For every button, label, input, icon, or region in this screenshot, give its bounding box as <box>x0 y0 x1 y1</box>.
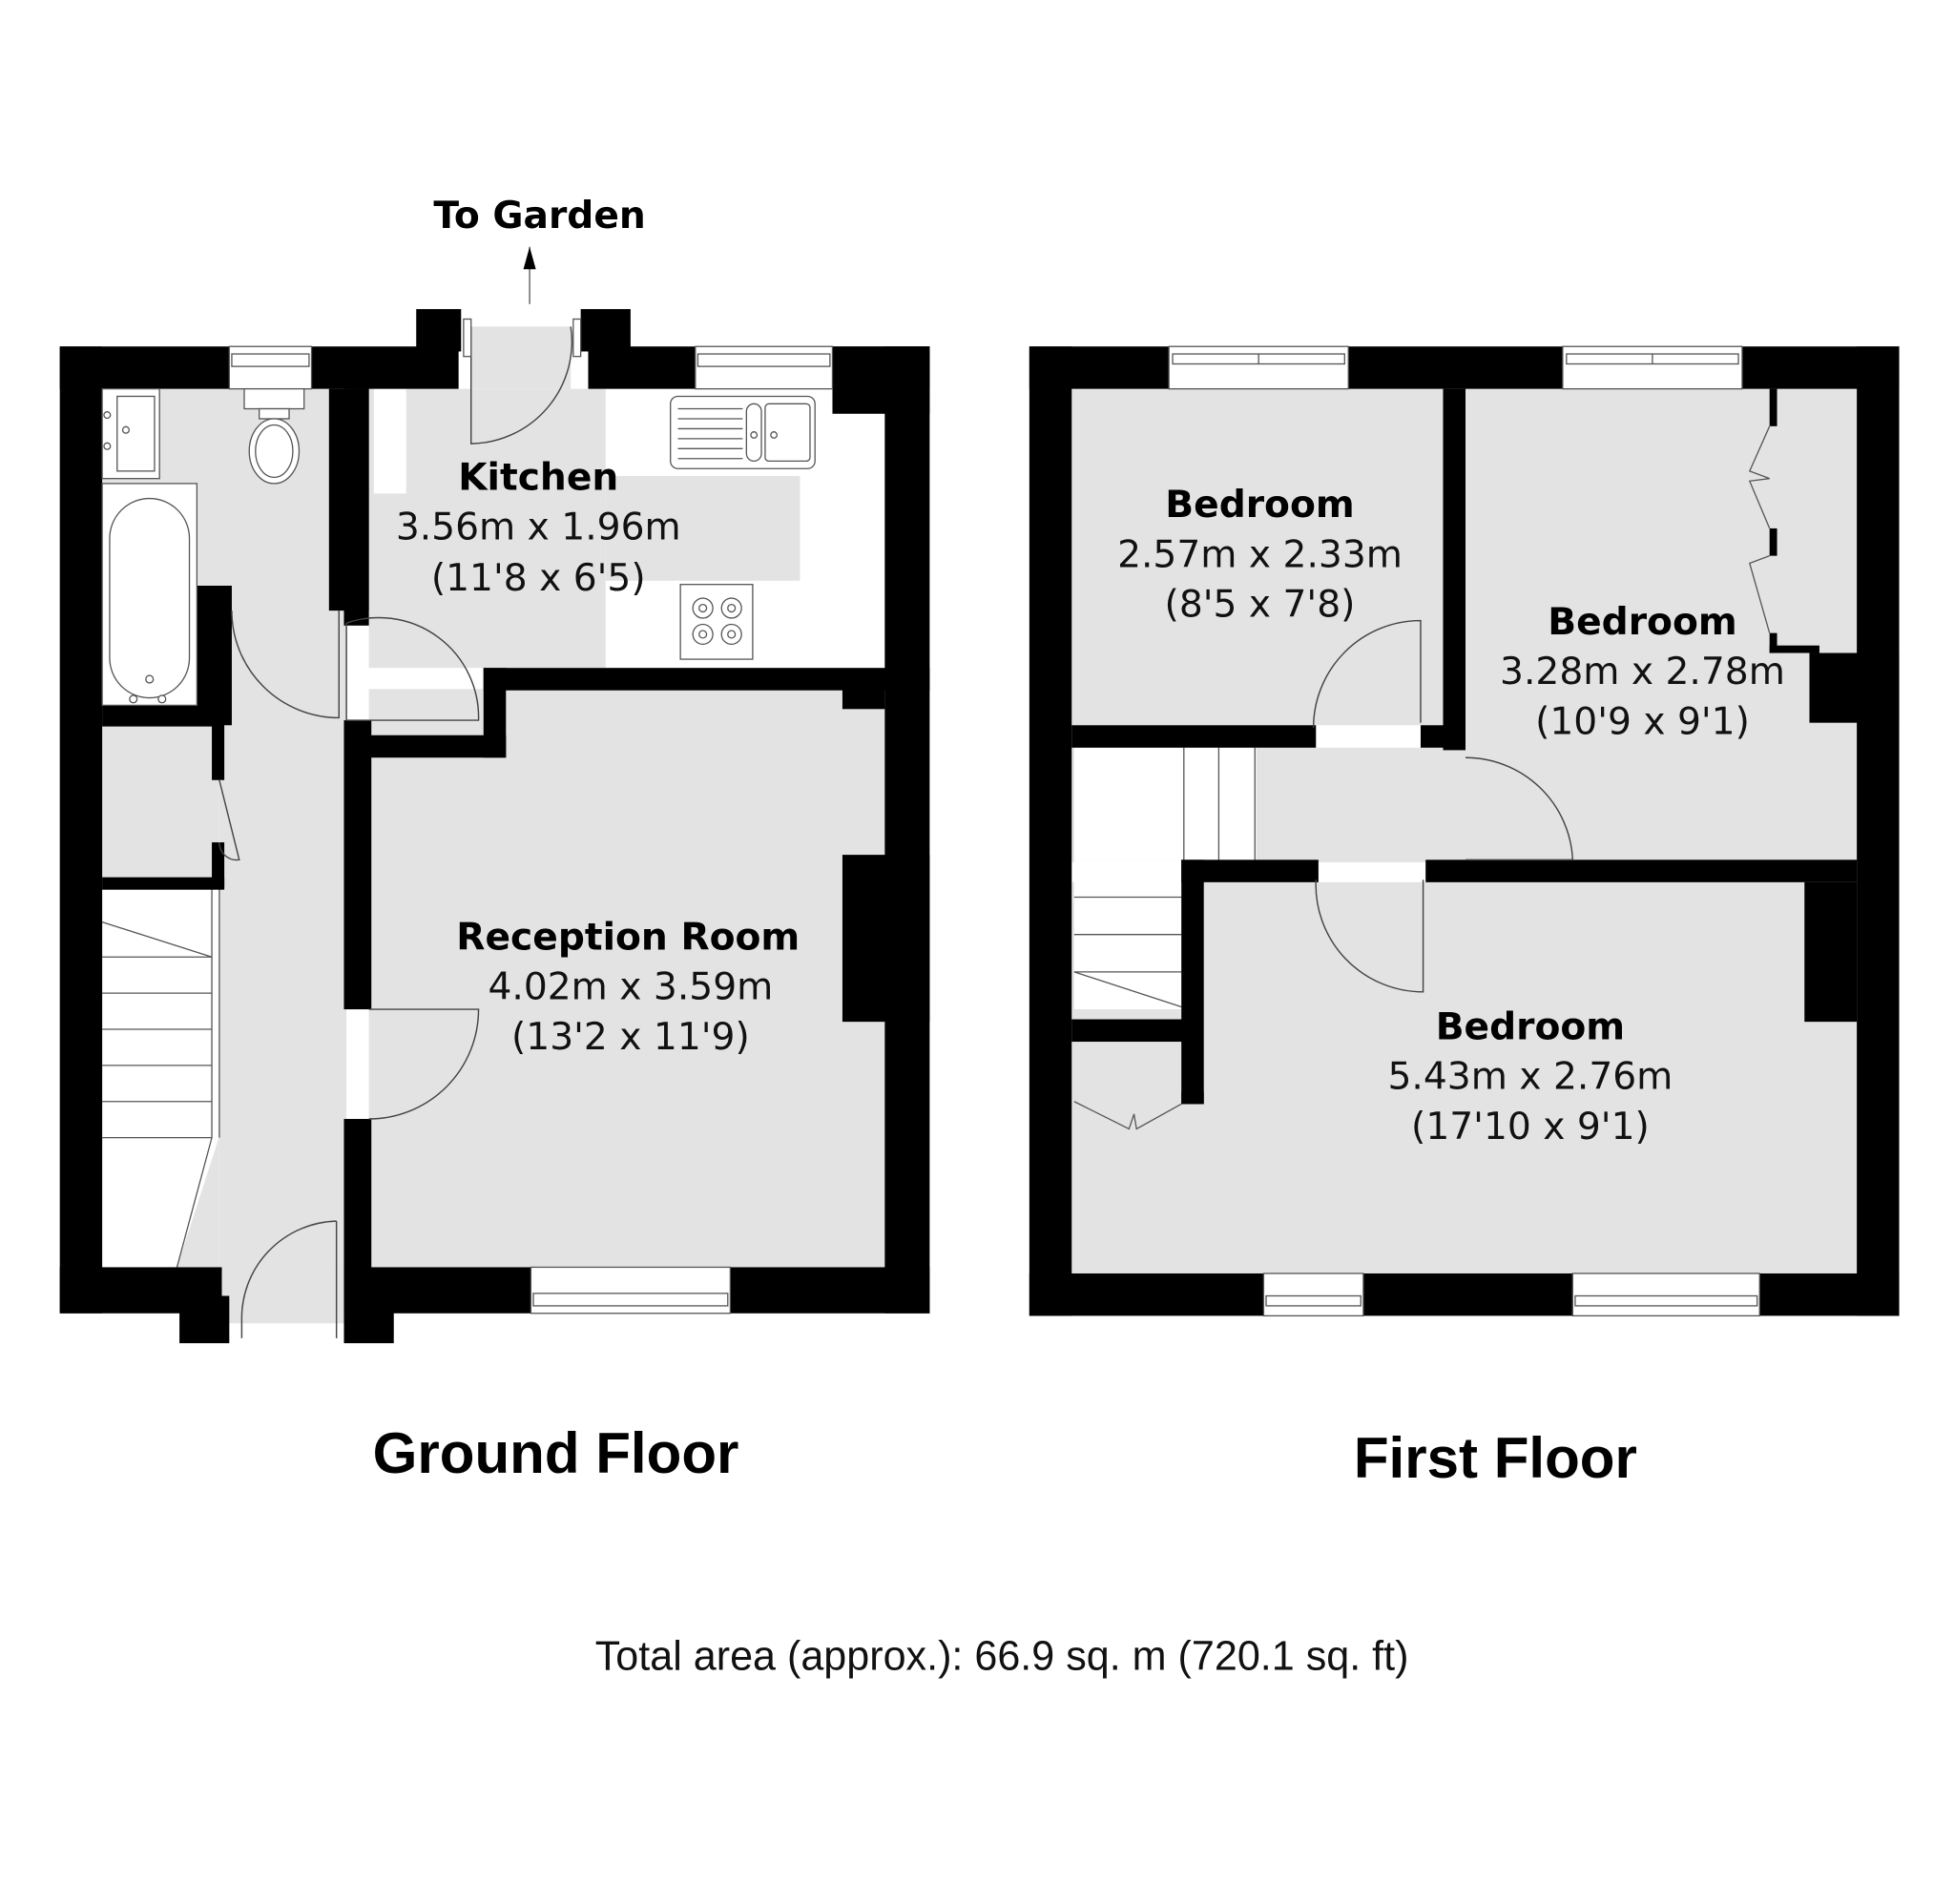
wardrobe-icon <box>1748 425 1771 633</box>
reception-metric: 4.02m x 3.59m <box>488 966 773 1009</box>
ground-floor-label: Ground Floor <box>373 1421 739 1485</box>
kitchen-metric: 3.56m x 1.96m <box>396 507 681 549</box>
kitchen-imperial: (11'8 x 6'5) <box>431 557 646 600</box>
bedroom-2-imperial: (10'9 x 9'1) <box>1535 700 1750 743</box>
ground-floor-doors <box>218 246 582 1338</box>
understairs-cupboard-floor <box>102 725 219 880</box>
ground-floor-walls <box>59 309 930 1344</box>
bath-icon <box>101 483 198 707</box>
arrow-up-icon <box>523 246 536 270</box>
first-floor-windows <box>1168 345 1760 1317</box>
cupboard-icon <box>1073 1101 1182 1130</box>
bedroom-1-title: Bedroom <box>1165 484 1354 527</box>
reception-imperial: (13'2 x 11'9) <box>511 1016 750 1059</box>
hallway-floor <box>218 586 347 1324</box>
basin-icon <box>101 387 160 480</box>
first-floor-doors <box>1312 619 1574 993</box>
total-area-label: Total area (approx.): 66.9 sq. m (720.1 … <box>595 1633 1409 1679</box>
first-floor-walls <box>1029 346 1900 1316</box>
bedroom-2-title: Bedroom <box>1548 601 1736 644</box>
stairs-icon <box>101 887 220 1268</box>
kitchen-unit <box>373 388 406 494</box>
bedroom-1-metric: 2.57m x 2.33m <box>1117 533 1403 576</box>
bedroom-3-metric: 5.43m x 2.76m <box>1387 1056 1673 1099</box>
bedroom-3-imperial: (17'10 x 9'1) <box>1411 1106 1650 1149</box>
toilet-icon <box>243 387 305 485</box>
bedroom-1-imperial: (8'5 x 7'8) <box>1165 584 1356 627</box>
ground-floor-plan: To Garden Kitchen 3.56m x 1.96m (11'8 x … <box>59 195 930 1485</box>
kitchen-floor-strip <box>605 476 800 581</box>
bedroom-3-title: Bedroom <box>1436 1005 1625 1048</box>
entrance-floor <box>241 1267 337 1322</box>
first-floor-label: First Floor <box>1354 1426 1637 1490</box>
hob-icon <box>679 584 754 660</box>
first-floor-plan: Bedroom 2.57m x 2.33m (8'5 x 7'8) Bedroo… <box>1029 345 1900 1490</box>
to-garden-label: To Garden <box>433 195 645 238</box>
reception-floor <box>368 689 885 1268</box>
kitchen-title: Kitchen <box>458 456 618 499</box>
bedroom-1-floor <box>1071 388 1446 726</box>
stairs-icon <box>1073 747 1257 1010</box>
bedroom-2-metric: 3.28m x 2.78m <box>1500 651 1785 693</box>
garden-door-floor <box>470 326 572 389</box>
reception-title: Reception Room <box>456 916 800 959</box>
sink-icon <box>670 395 816 469</box>
ground-floor-windows <box>228 345 834 1314</box>
